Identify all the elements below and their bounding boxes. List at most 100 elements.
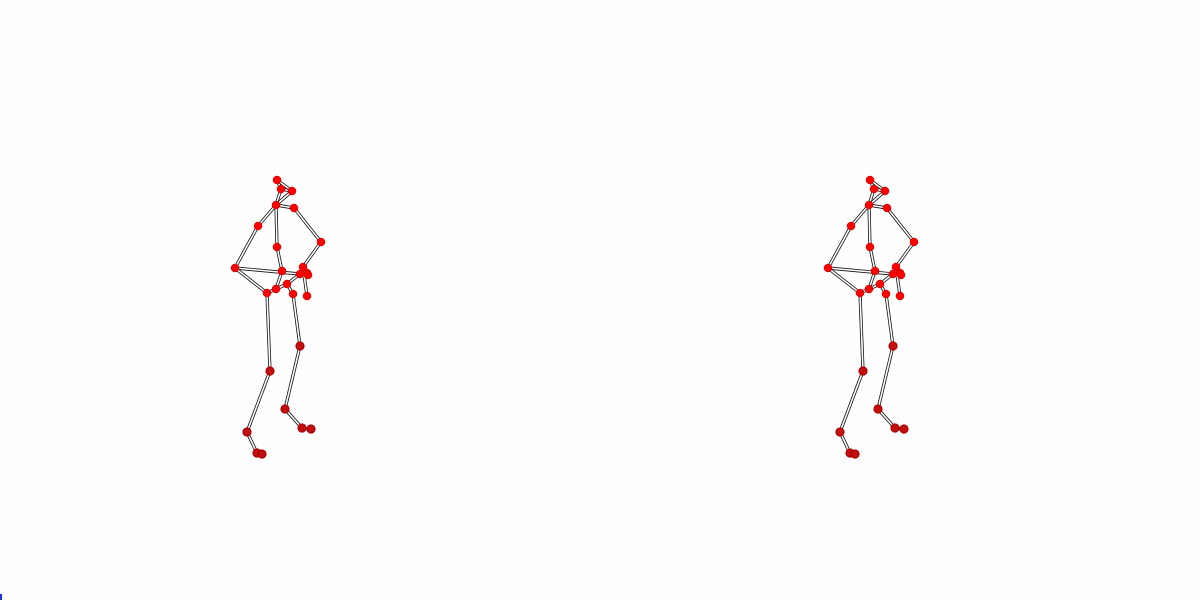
- bone-rElbow-rWrist: [301, 241, 321, 267]
- bone-rKnee-rAnkle: [285, 346, 302, 410]
- bone-spine-belly: [868, 247, 875, 272]
- bone-rKnee-rAnkle: [878, 346, 895, 410]
- bone-lElbow-lHand: [827, 268, 893, 276]
- skeleton-figure-left: [230, 175, 326, 459]
- joint-lHand: [888, 269, 898, 279]
- bone-lKnee-lAnkle: [247, 371, 272, 433]
- bone-lElbow-lHand: [828, 266, 894, 274]
- joint-lToe2: [257, 449, 267, 459]
- bone-lKnee-lAnkle: [840, 371, 865, 433]
- bone-spine-belly: [275, 247, 282, 272]
- joint-chestR: [882, 203, 892, 213]
- joint-rKnee: [295, 341, 305, 351]
- bone-neck-lShoulder: [256, 203, 276, 226]
- bone-neck-spine: [867, 205, 870, 248]
- joint-belly: [277, 266, 287, 276]
- bone-lShoulder-lElbow: [233, 225, 258, 268]
- bone-rElbow-rWrist: [894, 241, 914, 267]
- bone-lElbow-lHand: [234, 268, 300, 276]
- bone-rElbow-rWrist: [896, 242, 916, 268]
- joint-chestR: [289, 203, 299, 213]
- joint-rAnkle: [873, 404, 883, 414]
- joint-lShoulder: [253, 221, 263, 231]
- bone-hipR2-rKnee: [884, 294, 893, 347]
- bone-chestR-rElbow: [294, 207, 323, 242]
- bone-chestR-rElbow: [885, 208, 914, 243]
- bone-spine-belly: [277, 246, 284, 271]
- bone-hipL-lKnee: [267, 292, 272, 371]
- joint-lHand2: [302, 291, 312, 301]
- joint-belly: [870, 266, 880, 276]
- joint-hipR2: [288, 289, 298, 299]
- joint-headL: [276, 184, 286, 194]
- joint-rToe2: [899, 424, 909, 434]
- joint-lAnkle: [242, 427, 252, 437]
- bone-hipR2-rKnee: [293, 293, 302, 346]
- joint-rElbow: [316, 237, 326, 247]
- corner-mark: [0, 594, 2, 600]
- joint-rToe1: [890, 423, 900, 433]
- bone-rKnee-rAnkle: [876, 345, 893, 409]
- bone-hipR2-rKnee: [886, 293, 895, 346]
- bone-chestR-rElbow: [292, 208, 321, 243]
- bone-lElbow-hipL: [235, 266, 268, 293]
- bone-lShoulder-lElbow: [235, 226, 260, 269]
- joint-headTop: [272, 175, 282, 185]
- joint-neck: [864, 200, 874, 210]
- joint-spine: [272, 242, 282, 252]
- bone-hipR2-rKnee: [291, 294, 300, 347]
- joint-rAnkle: [280, 404, 290, 414]
- bone-neck-lShoulder: [258, 205, 278, 228]
- joint-rElbow: [909, 237, 919, 247]
- bone-rKnee-rAnkle: [283, 345, 300, 409]
- joint-headR: [287, 186, 297, 196]
- joint-lHand: [295, 269, 305, 279]
- joint-lToe2: [850, 449, 860, 459]
- joint-spine: [865, 242, 875, 252]
- bone-neck-spine: [276, 204, 279, 247]
- bone-hipL-lKnee: [860, 292, 865, 371]
- bone-lElbow-hipL: [828, 266, 861, 293]
- joint-lHand2: [895, 291, 905, 301]
- joint-rToe2: [306, 424, 316, 434]
- bone-lKnee-lAnkle: [245, 370, 270, 432]
- joint-pelvis: [864, 284, 874, 294]
- joint-lShoulder: [846, 221, 856, 231]
- joint-headL: [869, 184, 879, 194]
- bone-spine-belly: [870, 246, 877, 271]
- bone-neck-spine: [869, 204, 872, 247]
- bone-rElbow-rWrist: [303, 242, 323, 268]
- bone-lElbow-hipL: [234, 268, 267, 295]
- bone-lElbow-lHand: [235, 266, 301, 274]
- joint-lAnkle: [835, 427, 845, 437]
- bone-hipL-lKnee: [858, 293, 863, 372]
- bone-lElbow-hipL: [827, 268, 860, 295]
- joint-hipL: [855, 288, 865, 298]
- joint-pelvis: [271, 284, 281, 294]
- joint-headR: [880, 186, 890, 196]
- joint-hipR: [875, 279, 885, 289]
- joint-lKnee: [265, 366, 275, 376]
- joint-lElbow: [230, 263, 240, 273]
- bone-lShoulder-lElbow: [828, 226, 853, 269]
- bone-lKnee-lAnkle: [838, 370, 863, 432]
- bone-hipL-lKnee: [265, 293, 270, 372]
- joint-lElbow: [823, 263, 833, 273]
- joint-rToe1: [297, 423, 307, 433]
- joint-neck: [271, 200, 281, 210]
- joint-hipL: [262, 288, 272, 298]
- joint-hipR2: [881, 289, 891, 299]
- joint-rHand2: [303, 270, 313, 280]
- joint-headTop: [865, 175, 875, 185]
- bone-chestR-rElbow: [887, 207, 916, 242]
- bone-neck-spine: [274, 205, 277, 248]
- joint-rHand2: [896, 270, 906, 280]
- bone-neck-lShoulder: [849, 203, 869, 226]
- joint-rKnee: [888, 341, 898, 351]
- joint-lKnee: [858, 366, 868, 376]
- skeleton-figure-right: [823, 175, 919, 459]
- joint-hipR: [282, 279, 292, 289]
- bone-lShoulder-lElbow: [826, 225, 851, 268]
